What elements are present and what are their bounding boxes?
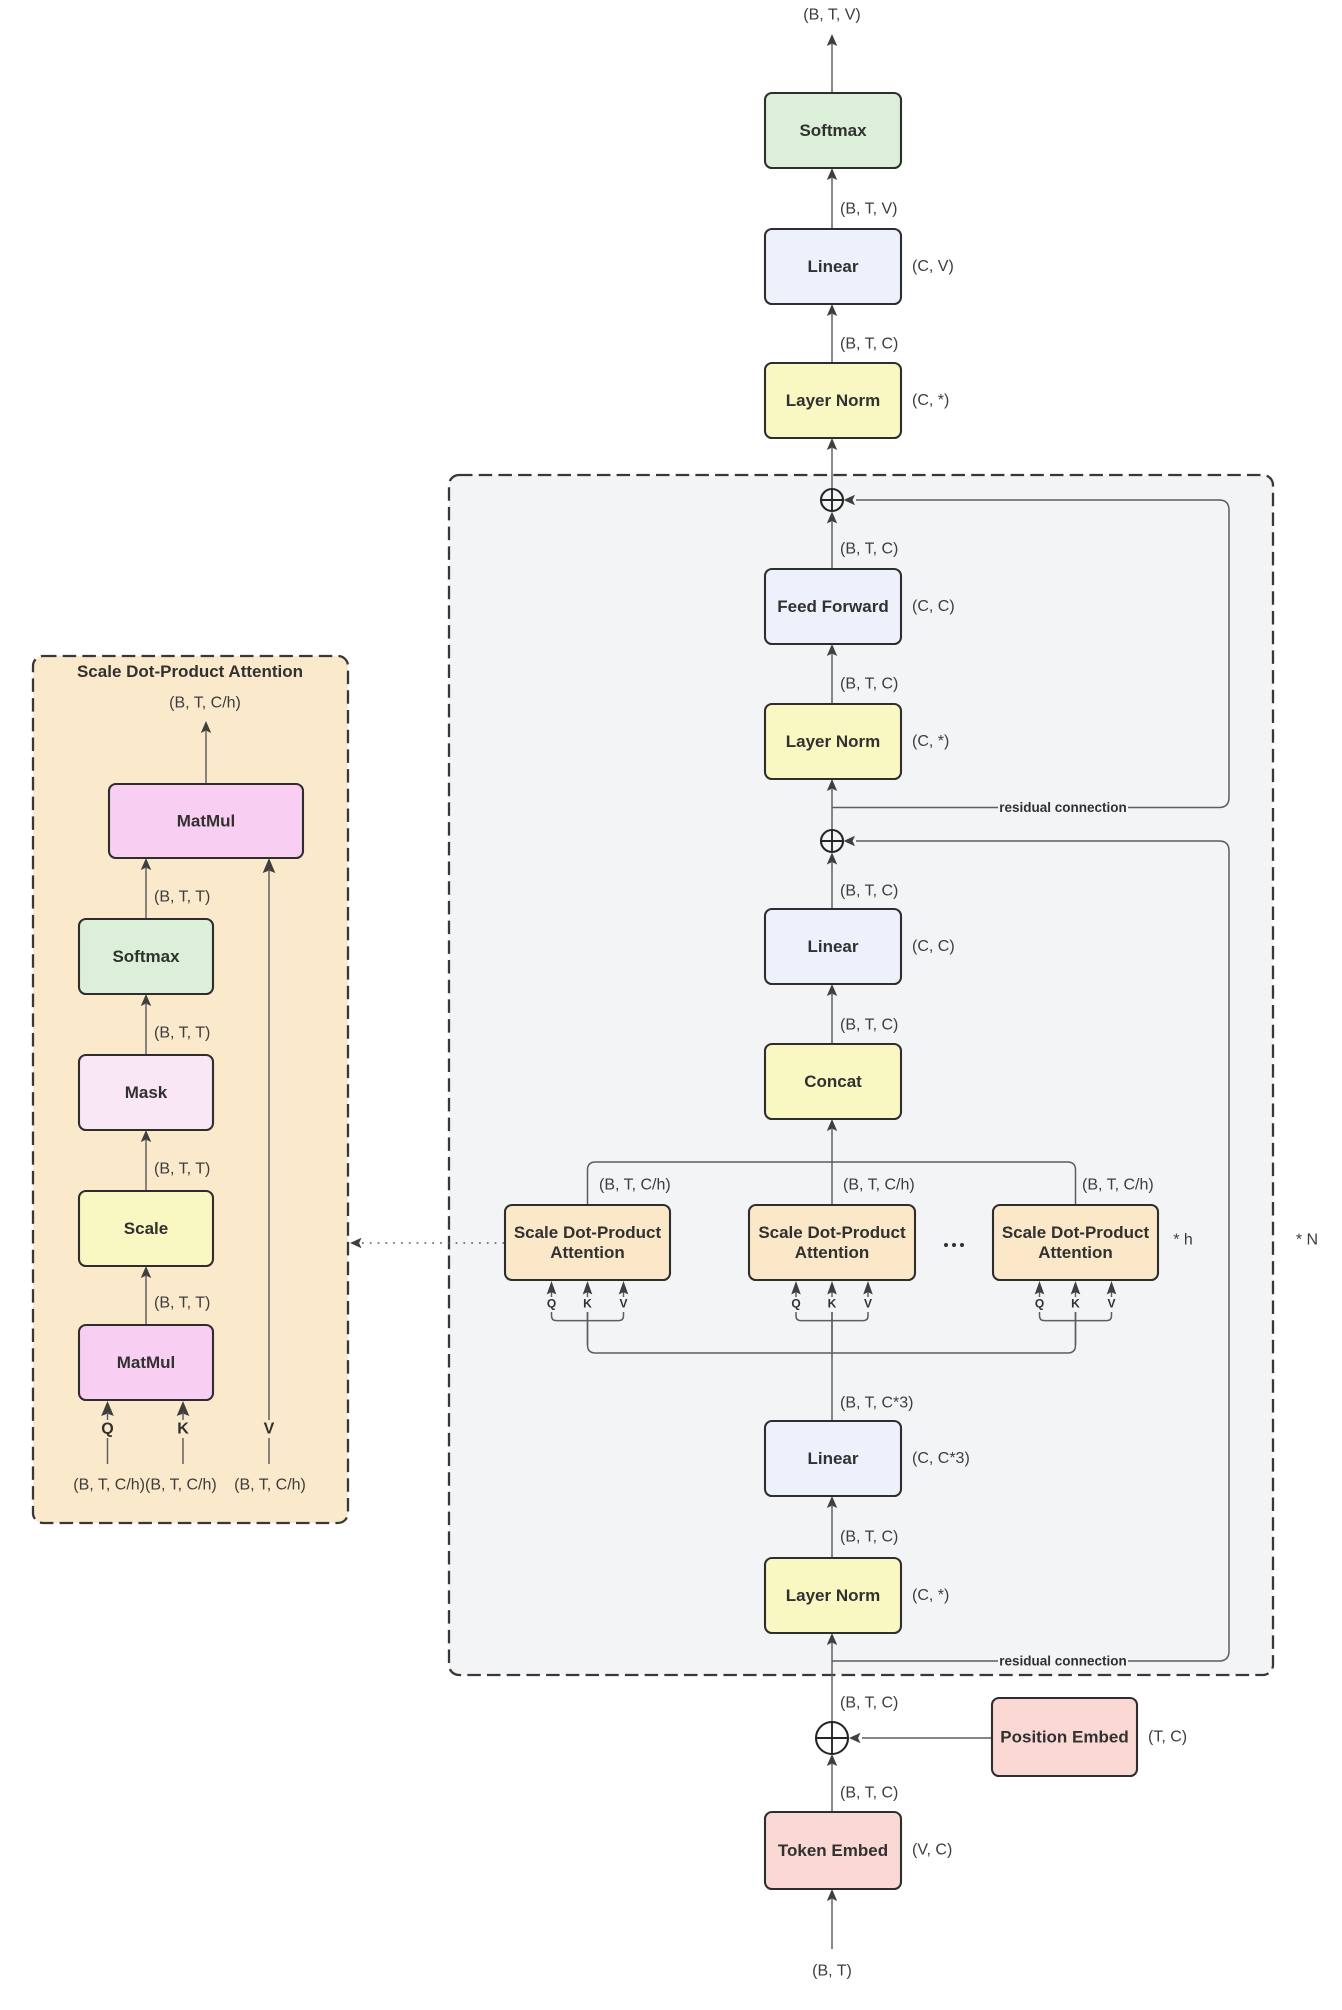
svg-text:(B, T, C): (B, T, C) <box>840 336 898 353</box>
svg-text:V: V <box>264 1421 275 1438</box>
svg-text:V: V <box>864 1297 872 1311</box>
svg-text:(B, T, C/h): (B, T, C/h) <box>843 1177 915 1194</box>
svg-text:Softmax: Softmax <box>799 121 867 140</box>
svg-text:Feed Forward: Feed Forward <box>777 597 888 616</box>
svg-text:(C, *): (C, *) <box>912 392 949 409</box>
svg-text:Concat: Concat <box>804 1072 862 1091</box>
svg-text:(B, T): (B, T) <box>812 1963 852 1980</box>
svg-text:Q: Q <box>547 1297 556 1311</box>
svg-text:Layer Norm: Layer Norm <box>786 1586 880 1605</box>
svg-text:Softmax: Softmax <box>112 947 180 966</box>
svg-text:(B, T, C/h): (B, T, C/h) <box>1082 1177 1154 1194</box>
svg-text:(B, T, C): (B, T, C) <box>840 883 898 900</box>
svg-text:Token Embed: Token Embed <box>778 1841 888 1860</box>
svg-text:Scale Dot-Product: Scale Dot-Product <box>1002 1223 1150 1242</box>
svg-text:residual connection: residual connection <box>999 1654 1127 1669</box>
svg-text:(C, C): (C, C) <box>912 938 955 955</box>
svg-text:K: K <box>1071 1297 1080 1311</box>
svg-text:(C, *): (C, *) <box>912 733 949 750</box>
svg-text:Attention: Attention <box>550 1243 625 1262</box>
svg-text:* h: * h <box>1173 1232 1193 1249</box>
svg-text:Q: Q <box>101 1421 113 1438</box>
svg-text:Scale: Scale <box>124 1219 168 1238</box>
svg-text:(B, T, C/h): (B, T, C/h) <box>169 695 241 712</box>
svg-text:MatMul: MatMul <box>117 1353 176 1372</box>
svg-text:residual connection: residual connection <box>999 800 1127 815</box>
svg-text:(B, T, C): (B, T, C) <box>840 541 898 558</box>
svg-text:Scale Dot-Product Attention: Scale Dot-Product Attention <box>77 662 303 681</box>
svg-text:(B, T, C/h)(B, T, C/h): (B, T, C/h)(B, T, C/h) <box>73 1477 216 1494</box>
svg-text:Attention: Attention <box>795 1243 870 1262</box>
svg-text:(B, T, T): (B, T, T) <box>154 1295 210 1312</box>
svg-text:Q: Q <box>791 1297 800 1311</box>
svg-text:* N: * N <box>1296 1232 1318 1249</box>
svg-text:(T, C): (T, C) <box>1148 1729 1187 1746</box>
svg-text:(B, T, C/h): (B, T, C/h) <box>234 1477 306 1494</box>
svg-text:(V, C): (V, C) <box>912 1842 952 1859</box>
svg-text:V: V <box>1107 1297 1115 1311</box>
svg-text:(C, C): (C, C) <box>912 598 955 615</box>
svg-text:Layer Norm: Layer Norm <box>786 391 880 410</box>
svg-text:(B, T, C/h): (B, T, C/h) <box>599 1177 671 1194</box>
svg-text:(B, T, T): (B, T, T) <box>154 1161 210 1178</box>
svg-text:Q: Q <box>1035 1297 1044 1311</box>
svg-text:(B, T, C): (B, T, C) <box>840 1695 898 1712</box>
svg-text:(B, T, V): (B, T, V) <box>803 7 861 24</box>
svg-text:Position Embed: Position Embed <box>1000 1728 1128 1747</box>
svg-text:Layer Norm: Layer Norm <box>786 732 880 751</box>
svg-text:MatMul: MatMul <box>177 812 236 831</box>
svg-text:Linear: Linear <box>807 257 858 276</box>
svg-text:(B, T, T): (B, T, T) <box>154 889 210 906</box>
svg-text:(B, T, C): (B, T, C) <box>840 676 898 693</box>
svg-text:(B, T, C*3): (B, T, C*3) <box>840 1395 914 1412</box>
svg-text:Scale Dot-Product: Scale Dot-Product <box>758 1223 906 1242</box>
svg-text:Linear: Linear <box>807 937 858 956</box>
svg-text:K: K <box>583 1297 592 1311</box>
svg-text:(B, T, V): (B, T, V) <box>840 201 898 218</box>
svg-text:V: V <box>619 1297 627 1311</box>
svg-text:(B, T, C): (B, T, C) <box>840 1529 898 1546</box>
svg-text:Mask: Mask <box>125 1083 168 1102</box>
svg-text:K: K <box>177 1421 189 1438</box>
svg-text:(C, *): (C, *) <box>912 1587 949 1604</box>
svg-text:(C, V): (C, V) <box>912 258 954 275</box>
svg-text:(B, T, C): (B, T, C) <box>840 1017 898 1034</box>
svg-text:K: K <box>828 1297 837 1311</box>
svg-text:Linear: Linear <box>807 1449 858 1468</box>
svg-text:(B, T, C): (B, T, C) <box>840 1785 898 1802</box>
svg-text:(B, T, T): (B, T, T) <box>154 1025 210 1042</box>
svg-text:Scale Dot-Product: Scale Dot-Product <box>514 1223 662 1242</box>
svg-text:(C, C*3): (C, C*3) <box>912 1450 970 1467</box>
svg-text:Attention: Attention <box>1038 1243 1113 1262</box>
